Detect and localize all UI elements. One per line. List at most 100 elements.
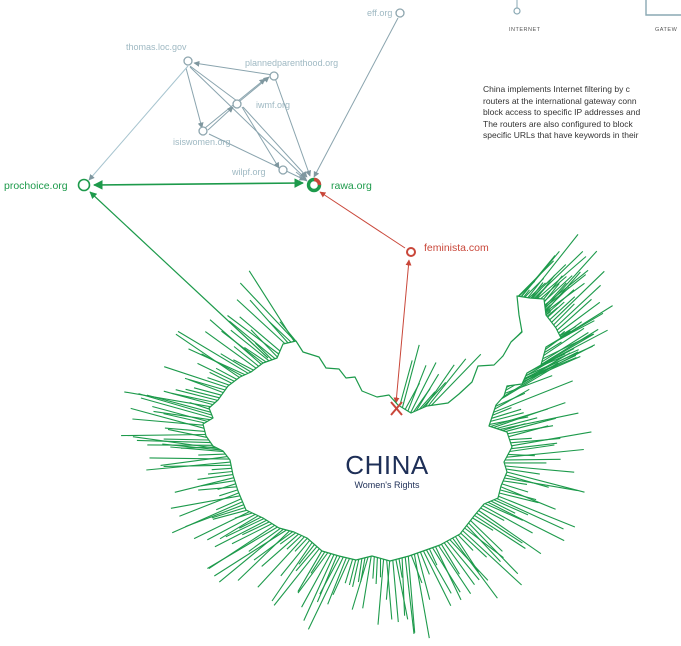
- border-ray: [357, 558, 363, 583]
- border-ray: [460, 532, 487, 558]
- border-ray: [316, 555, 338, 603]
- border-ray: [214, 519, 267, 548]
- border-ray: [511, 431, 592, 447]
- border-ray: [407, 365, 427, 412]
- link-thomas-plannedparenthood: [193, 60, 274, 76]
- border-ray: [236, 299, 286, 345]
- border-ray: [440, 543, 460, 575]
- description-line: specific URLs that have keywords in thei…: [483, 130, 639, 141]
- border-ray: [395, 559, 409, 620]
- border-ray: [280, 539, 311, 577]
- border-ray: [530, 282, 544, 299]
- border-ray: [207, 470, 233, 475]
- border-ray: [401, 344, 420, 408]
- border-ray: [239, 516, 262, 529]
- node-eff[interactable]: [395, 8, 405, 18]
- border-ray: [494, 388, 530, 410]
- border-ray: [398, 558, 403, 578]
- node-isiswomen[interactable]: [198, 126, 208, 136]
- border-ray: [422, 550, 452, 607]
- border-ray: [501, 364, 558, 400]
- border-ray: [487, 501, 565, 542]
- node-thomas[interactable]: [183, 56, 193, 66]
- border-ray: [214, 529, 287, 577]
- border-ray: [449, 539, 489, 581]
- border-ray: [543, 275, 563, 300]
- link-plannedparenthood-rawa: [274, 77, 312, 177]
- border-ray: [297, 550, 323, 592]
- border-ray: [179, 492, 240, 517]
- border-ray: [544, 250, 598, 309]
- border-ray: [152, 405, 208, 422]
- description-line: China implements Internet filtering by c: [483, 84, 630, 94]
- border-ray: [193, 387, 222, 396]
- node-iwmf[interactable]: [232, 99, 242, 109]
- border-ray: [502, 423, 526, 432]
- link-isiswomen-iwmf: [207, 106, 234, 131]
- border-ray: [167, 428, 208, 438]
- border-ray: [399, 360, 413, 407]
- border-ray: [348, 559, 357, 586]
- border-ray: [248, 527, 281, 552]
- border-ray: [286, 535, 302, 550]
- node-wilpf[interactable]: [278, 165, 288, 175]
- border-ray: [419, 551, 430, 575]
- link-thomas-iwmf: [189, 65, 238, 102]
- border-ray: [351, 556, 369, 610]
- border-ray: [298, 544, 315, 565]
- border-ray: [198, 486, 237, 491]
- border-ray: [149, 457, 230, 460]
- border-ray: [268, 320, 292, 343]
- border-ray: [404, 556, 415, 634]
- border-ray: [362, 556, 372, 609]
- border-ray: [493, 499, 529, 516]
- link-feminista-rawa: [319, 191, 406, 249]
- node-plannedparenthood[interactable]: [269, 71, 279, 81]
- label-rawa: rawa.org: [331, 180, 372, 192]
- border-ray: [503, 480, 528, 485]
- border-ray: [171, 501, 243, 534]
- border-ray: [484, 503, 524, 521]
- border-ray: [427, 358, 467, 407]
- border-ray: [295, 546, 318, 572]
- border-ray: [413, 554, 430, 639]
- border-ray: [533, 251, 584, 299]
- border-ray: [425, 549, 452, 594]
- link-thomas-isiswomen: [185, 67, 204, 129]
- border-ray: [219, 515, 259, 540]
- border-ray: [201, 480, 235, 487]
- border-ray: [164, 427, 205, 432]
- border-ray: [506, 471, 585, 493]
- border-ray: [493, 380, 573, 413]
- link-china-feminista: [393, 259, 412, 404]
- border-ray: [457, 534, 474, 551]
- border-ray: [163, 413, 205, 424]
- border-ray: [207, 377, 230, 386]
- border-ray: [237, 530, 290, 581]
- border-ray: [551, 270, 605, 323]
- border-ray: [499, 492, 539, 504]
- border-ray: [377, 559, 385, 625]
- border-ray: [503, 362, 559, 397]
- border-ray: [121, 433, 206, 437]
- border-ray: [428, 548, 438, 566]
- border-ray: [184, 377, 226, 391]
- internet-node: [513, 7, 521, 15]
- border-ray: [375, 557, 378, 585]
- border-ray: [496, 417, 538, 430]
- label-plannedparenthood: plannedparenthood.org: [245, 58, 338, 68]
- border-ray: [207, 513, 256, 541]
- node-feminista[interactable]: [406, 247, 416, 257]
- border-ray: [407, 556, 416, 633]
- border-ray: [418, 391, 436, 410]
- link-isiswomen-rawa: [208, 133, 306, 181]
- border-ray: [521, 250, 560, 298]
- border-ray: [177, 330, 249, 374]
- gateway-box: [645, 0, 681, 16]
- link-thomas-prochoice: [88, 65, 189, 181]
- border-ray: [225, 518, 265, 538]
- node-prochoice[interactable]: [77, 178, 91, 192]
- node-rawa[interactable]: [306, 177, 322, 193]
- border-ray: [163, 464, 232, 467]
- border-ray: [211, 507, 246, 519]
